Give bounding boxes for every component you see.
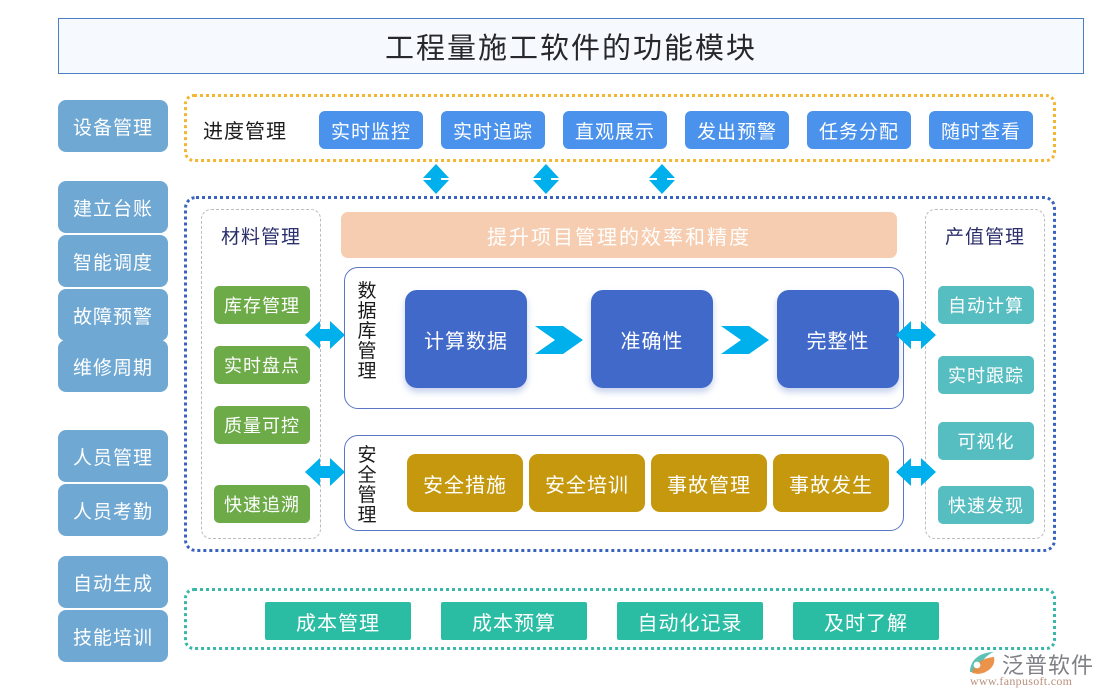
cost-item-timely-insight[interactable]: 及时了解 bbox=[793, 602, 939, 640]
db-stage-completeness[interactable]: 完整性 bbox=[777, 290, 899, 388]
safety-item-label: 事故发生 bbox=[789, 474, 873, 497]
progress-item-realtime-monitor[interactable]: 实时监控 bbox=[319, 111, 423, 149]
sidebar-item-auto-generate[interactable]: 自动生成 bbox=[58, 556, 168, 608]
horizontal-double-arrow-icon bbox=[305, 458, 345, 486]
sidebar-item-label: 智能调度 bbox=[72, 252, 153, 274]
cost-item-automated-record[interactable]: 自动化记录 bbox=[617, 602, 763, 640]
sidebar-item-personnel-management[interactable]: 人员管理 bbox=[58, 430, 168, 482]
safety-item-accident-occurrence[interactable]: 事故发生 bbox=[773, 454, 889, 512]
material-item-label: 快速追溯 bbox=[224, 495, 300, 515]
sidebar-item-label: 建立台账 bbox=[72, 198, 153, 220]
material-column-title: 材料管理 bbox=[220, 227, 301, 248]
flow-arrow-icon bbox=[535, 326, 583, 354]
sidebar-item-label: 设备管理 bbox=[72, 117, 153, 139]
horizontal-double-arrow-icon bbox=[896, 458, 936, 486]
progress-item-label: 随时查看 bbox=[940, 121, 1021, 143]
sidebar-item-label: 故障预警 bbox=[72, 306, 153, 328]
output-item-auto-calculate[interactable]: 自动计算 bbox=[938, 286, 1034, 324]
sidebar-item-equipment-management[interactable]: 设备管理 bbox=[58, 100, 168, 152]
db-stage-label: 完整性 bbox=[806, 330, 870, 353]
vertical-double-arrow-icon bbox=[649, 164, 675, 194]
material-item-realtime-stocktake[interactable]: 实时盘点 bbox=[214, 346, 310, 384]
sidebar-item-label: 人员考勤 bbox=[72, 501, 153, 523]
cost-item-label: 成本预算 bbox=[472, 612, 556, 635]
safety-item-safety-measures[interactable]: 安全措施 bbox=[407, 454, 523, 512]
sidebar-item-fault-warning[interactable]: 故障预警 bbox=[58, 289, 168, 341]
safety-item-label: 安全培训 bbox=[545, 474, 629, 497]
progress-item-label: 实时追踪 bbox=[452, 121, 533, 143]
output-item-fast-discovery[interactable]: 快速发现 bbox=[938, 486, 1034, 524]
output-item-label: 自动计算 bbox=[948, 296, 1024, 316]
sidebar-item-label: 维修周期 bbox=[72, 357, 153, 379]
safety-item-safety-training[interactable]: 安全培训 bbox=[529, 454, 645, 512]
database-panel-vertical-label: 数据库管理 bbox=[357, 281, 377, 382]
db-stage-label: 准确性 bbox=[620, 330, 684, 353]
cost-item-label: 自动化记录 bbox=[637, 612, 743, 635]
cost-item-label: 成本管理 bbox=[296, 612, 380, 635]
sidebar-item-label: 技能培训 bbox=[72, 627, 153, 649]
flow-arrow-icon bbox=[721, 326, 769, 354]
output-item-label: 实时跟踪 bbox=[948, 366, 1024, 386]
progress-item-view-anytime[interactable]: 随时查看 bbox=[929, 111, 1033, 149]
vertical-double-arrow-icon bbox=[533, 164, 559, 194]
output-item-label: 快速发现 bbox=[948, 496, 1024, 516]
sidebar-item-attendance[interactable]: 人员考勤 bbox=[58, 484, 168, 536]
sidebar-item-smart-dispatch[interactable]: 智能调度 bbox=[58, 235, 168, 287]
vertical-double-arrow-icon bbox=[423, 164, 449, 194]
output-item-realtime-tracking[interactable]: 实时跟踪 bbox=[938, 356, 1034, 394]
progress-item-issue-alert[interactable]: 发出预警 bbox=[685, 111, 789, 149]
safety-item-label: 事故管理 bbox=[667, 474, 751, 497]
horizontal-double-arrow-icon bbox=[896, 321, 936, 349]
progress-zone-label: 进度管理 bbox=[203, 121, 287, 143]
db-stage-label: 计算数据 bbox=[424, 330, 508, 353]
progress-item-label: 直观展示 bbox=[574, 121, 655, 143]
output-value-management-column: 产值管理 自动计算 实时跟踪 可视化 快速发现 bbox=[925, 209, 1045, 539]
progress-item-task-assignment[interactable]: 任务分配 bbox=[807, 111, 911, 149]
material-item-quality-control[interactable]: 质量可控 bbox=[214, 406, 310, 444]
material-item-label: 库存管理 bbox=[224, 296, 300, 316]
material-item-fast-traceability[interactable]: 快速追溯 bbox=[214, 485, 310, 523]
brand-name: 泛普软件 bbox=[1002, 653, 1095, 678]
safety-item-label: 安全措施 bbox=[423, 474, 507, 497]
page-title-text: 工程量施工软件的功能模块 bbox=[384, 33, 757, 65]
output-item-label: 可视化 bbox=[957, 432, 1015, 452]
goal-banner-label: 提升项目管理的效率和精度 bbox=[487, 226, 751, 249]
material-item-label: 质量可控 bbox=[224, 416, 300, 436]
cost-item-label: 及时了解 bbox=[824, 612, 908, 635]
progress-item-label: 任务分配 bbox=[818, 121, 899, 143]
sidebar-item-skill-training[interactable]: 技能培训 bbox=[58, 610, 168, 662]
goal-banner: 提升项目管理的效率和精度 bbox=[341, 212, 897, 258]
output-item-visualization[interactable]: 可视化 bbox=[938, 422, 1034, 460]
material-management-column: 材料管理 库存管理 实时盘点 质量可控 快速追溯 bbox=[201, 209, 321, 539]
db-stage-calculate-data[interactable]: 计算数据 bbox=[405, 290, 527, 388]
horizontal-double-arrow-icon bbox=[305, 321, 345, 349]
database-management-panel: 数据库管理 计算数据 准确性 完整性 bbox=[344, 267, 904, 409]
progress-item-label: 实时监控 bbox=[330, 121, 411, 143]
material-item-inventory-management[interactable]: 库存管理 bbox=[214, 286, 310, 324]
progress-item-realtime-tracking[interactable]: 实时追踪 bbox=[441, 111, 545, 149]
safety-panel-vertical-label: 安全管理 bbox=[357, 445, 377, 526]
core-modules-zone: 材料管理 库存管理 实时盘点 质量可控 快速追溯 产值管理 自动计算 实时跟踪 … bbox=[184, 196, 1056, 552]
cost-item-cost-management[interactable]: 成本管理 bbox=[265, 602, 411, 640]
progress-management-zone: 进度管理 实时监控 实时追踪 直观展示 发出预警 任务分配 随时查看 bbox=[184, 94, 1056, 162]
progress-item-visual-display[interactable]: 直观展示 bbox=[563, 111, 667, 149]
brand-logo: 泛普软件 www.fanpusoft.com bbox=[968, 648, 1094, 694]
sidebar-item-label: 人员管理 bbox=[72, 447, 153, 469]
output-column-title: 产值管理 bbox=[944, 227, 1025, 248]
sidebar-item-label: 自动生成 bbox=[72, 573, 153, 595]
material-item-label: 实时盘点 bbox=[224, 356, 300, 376]
cost-item-cost-budget[interactable]: 成本预算 bbox=[441, 602, 587, 640]
sidebar-item-ledger[interactable]: 建立台账 bbox=[58, 181, 168, 233]
page-title: 工程量施工软件的功能模块 bbox=[58, 18, 1084, 74]
sidebar-item-maintenance-cycle[interactable]: 维修周期 bbox=[58, 340, 168, 392]
progress-item-label: 发出预警 bbox=[696, 121, 777, 143]
fanpu-logo-icon bbox=[970, 652, 995, 674]
safety-item-accident-management[interactable]: 事故管理 bbox=[651, 454, 767, 512]
safety-management-panel: 安全管理 安全措施 安全培训 事故管理 事故发生 bbox=[344, 435, 904, 531]
brand-url: www.fanpusoft.com bbox=[970, 674, 1073, 688]
db-stage-accuracy[interactable]: 准确性 bbox=[591, 290, 713, 388]
cost-management-zone: 成本管理 成本预算 自动化记录 及时了解 bbox=[184, 588, 1056, 650]
